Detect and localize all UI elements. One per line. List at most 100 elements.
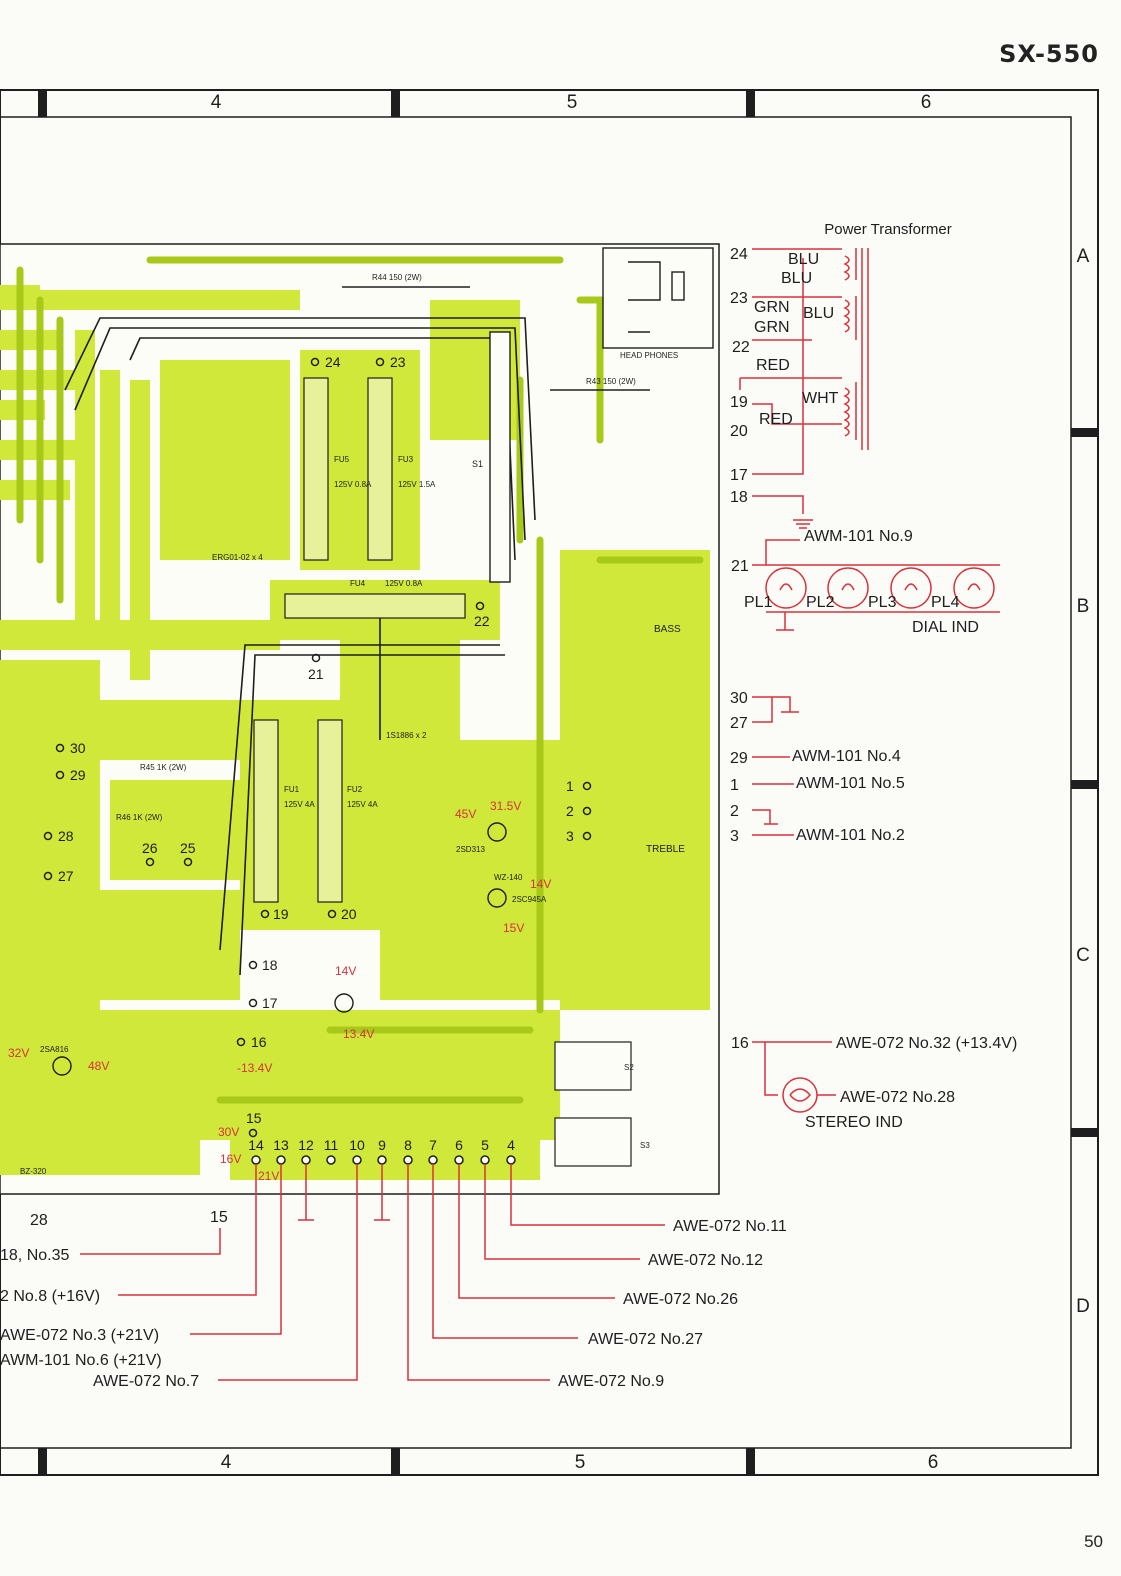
row-label-d: D <box>1076 1296 1090 1317</box>
label-s1: S1 <box>472 459 483 469</box>
stereo-target-1: AWE-072 No.32 (+13.4V) <box>836 1035 1017 1052</box>
pin-3: 3 <box>730 828 739 845</box>
terminal-5: 5 <box>480 1137 490 1165</box>
svg-text:4: 4 <box>507 1137 515 1153</box>
label-r43: R43 150 (2W) <box>586 377 636 386</box>
lamp-pl4: PL4 <box>931 594 960 611</box>
output-4: AWE-072 No.27 <box>588 1331 703 1348</box>
svg-text:1: 1 <box>566 778 574 794</box>
transformer-pin-19: 19 <box>730 394 748 411</box>
svg-text:30: 30 <box>70 740 86 756</box>
terminal-25: 25 <box>180 840 196 867</box>
svg-text:10: 10 <box>349 1137 365 1153</box>
svg-text:14V: 14V <box>530 877 551 891</box>
svg-text:25: 25 <box>180 840 196 856</box>
terminal-10: 10 <box>349 1137 365 1165</box>
terminal-19: 19 <box>260 906 289 922</box>
terminal-29: 29 <box>55 767 86 783</box>
terminal-17: 17 <box>248 995 278 1011</box>
pin-1: 1 <box>730 777 739 794</box>
left-label-no3: AWE-072 No.3 (+21V) <box>0 1327 159 1344</box>
terminal-23: 23 <box>375 354 406 370</box>
svg-text:5: 5 <box>481 1137 489 1153</box>
svg-text:30V: 30V <box>218 1125 239 1139</box>
terminal-2: 2 <box>566 803 592 819</box>
wire-blu-1: BLU <box>788 251 819 268</box>
left-label-no7: AWE-072 No.7 <box>93 1373 199 1390</box>
label-bass: BASS <box>654 624 681 635</box>
terminal-21: 21 <box>308 653 324 682</box>
label-2sc945a: 2SC945A <box>512 895 547 904</box>
model-title: SX-550 <box>999 40 1099 68</box>
transistors <box>52 822 507 1076</box>
terminal-3: 3 <box>566 828 592 844</box>
transformer-pin-23: 23 <box>730 290 748 307</box>
pin-27: 27 <box>730 715 748 732</box>
label-wz140: WZ-140 <box>494 873 523 882</box>
stereo-label: STEREO IND <box>805 1114 903 1131</box>
terminal-1: 1 <box>566 778 592 794</box>
wire-blu-3: BLU <box>803 305 834 322</box>
left-label-no35: 18, No.35 <box>0 1247 69 1264</box>
svg-text:45V: 45V <box>455 807 476 821</box>
pin-29: 29 <box>730 750 748 767</box>
pin-2: 2 <box>730 803 739 820</box>
svg-text:31.5V: 31.5V <box>490 799 521 813</box>
row-label-a: A <box>1077 246 1090 267</box>
transformer-title: Power Transformer <box>824 221 952 238</box>
svg-text:3: 3 <box>566 828 574 844</box>
transformer-pin-24: 24 <box>730 246 748 263</box>
label-s2: S2 <box>624 1063 634 1072</box>
terminal-16: 16 <box>236 1034 267 1050</box>
svg-text:20: 20 <box>341 906 357 922</box>
terminal-8: 8 <box>403 1137 413 1165</box>
pin-3-target: AWM-101 No.2 <box>796 827 905 844</box>
left-label-28: 28 <box>30 1212 48 1229</box>
svg-text:28: 28 <box>58 828 74 844</box>
svg-text:13: 13 <box>273 1137 289 1153</box>
wire-red-2: RED <box>759 411 793 428</box>
svg-text:16: 16 <box>251 1034 267 1050</box>
pcb-board: HEAD PHONES S1 FU5 125V 0.8A FU3 125V 1.… <box>0 243 720 1195</box>
dial-target: AWM-101 No.9 <box>804 528 913 545</box>
terminal-12: 12 <box>298 1137 314 1165</box>
svg-text:2: 2 <box>566 803 574 819</box>
label-treble: TREBLE <box>646 844 685 855</box>
svg-text:29: 29 <box>70 767 86 783</box>
row-label-b: B <box>1077 596 1090 617</box>
svg-text:19: 19 <box>273 906 289 922</box>
terminal-22: 22 <box>474 601 490 629</box>
terminal-26: 26 <box>142 840 158 867</box>
col-label-5: 5 <box>567 92 578 113</box>
terminal-18: 18 <box>248 957 278 973</box>
lamp-pl1: PL1 <box>744 594 773 611</box>
terminal-24: 24 <box>310 354 341 370</box>
pin-1-target: AWM-101 No.5 <box>796 775 905 792</box>
fu5-rating: 125V 0.8A <box>334 480 372 489</box>
output-3: AWE-072 No.26 <box>623 1291 738 1308</box>
fu2-id: FU2 <box>347 785 363 794</box>
svg-text:26: 26 <box>142 840 158 856</box>
voltage-labels: 45V 31.5V 14V 15V 14V 13.4V -13.4V 32V 4… <box>8 799 551 1183</box>
dial-lamps: 21 AWM-101 No.9 PL1 PL2 PL3 PL4 DIAL IND <box>731 528 1000 636</box>
left-label-awm-no6: AWM-101 No.6 (+21V) <box>0 1352 162 1369</box>
svg-text:11: 11 <box>324 1137 339 1153</box>
label-r46: R46 1K (2W) <box>116 813 163 822</box>
fu3-id: FU3 <box>398 455 414 464</box>
svg-text:15: 15 <box>246 1110 262 1126</box>
svg-text:16V: 16V <box>220 1152 241 1166</box>
svg-text:21: 21 <box>308 666 324 682</box>
svg-text:-13.4V: -13.4V <box>237 1061 272 1075</box>
terminal-6: 6 <box>454 1137 464 1165</box>
dial-pin: 21 <box>731 558 749 575</box>
pin-30: 30 <box>730 690 748 707</box>
label-headphones: HEAD PHONES <box>620 351 678 360</box>
wire-grn-1: GRN <box>754 299 790 316</box>
headphones-jack <box>602 247 714 349</box>
label-r44: R44 150 (2W) <box>372 273 422 282</box>
stereo-pin: 16 <box>731 1035 749 1052</box>
stereo-target-2: AWE-072 No.28 <box>840 1089 955 1106</box>
svg-text:9: 9 <box>378 1137 386 1153</box>
